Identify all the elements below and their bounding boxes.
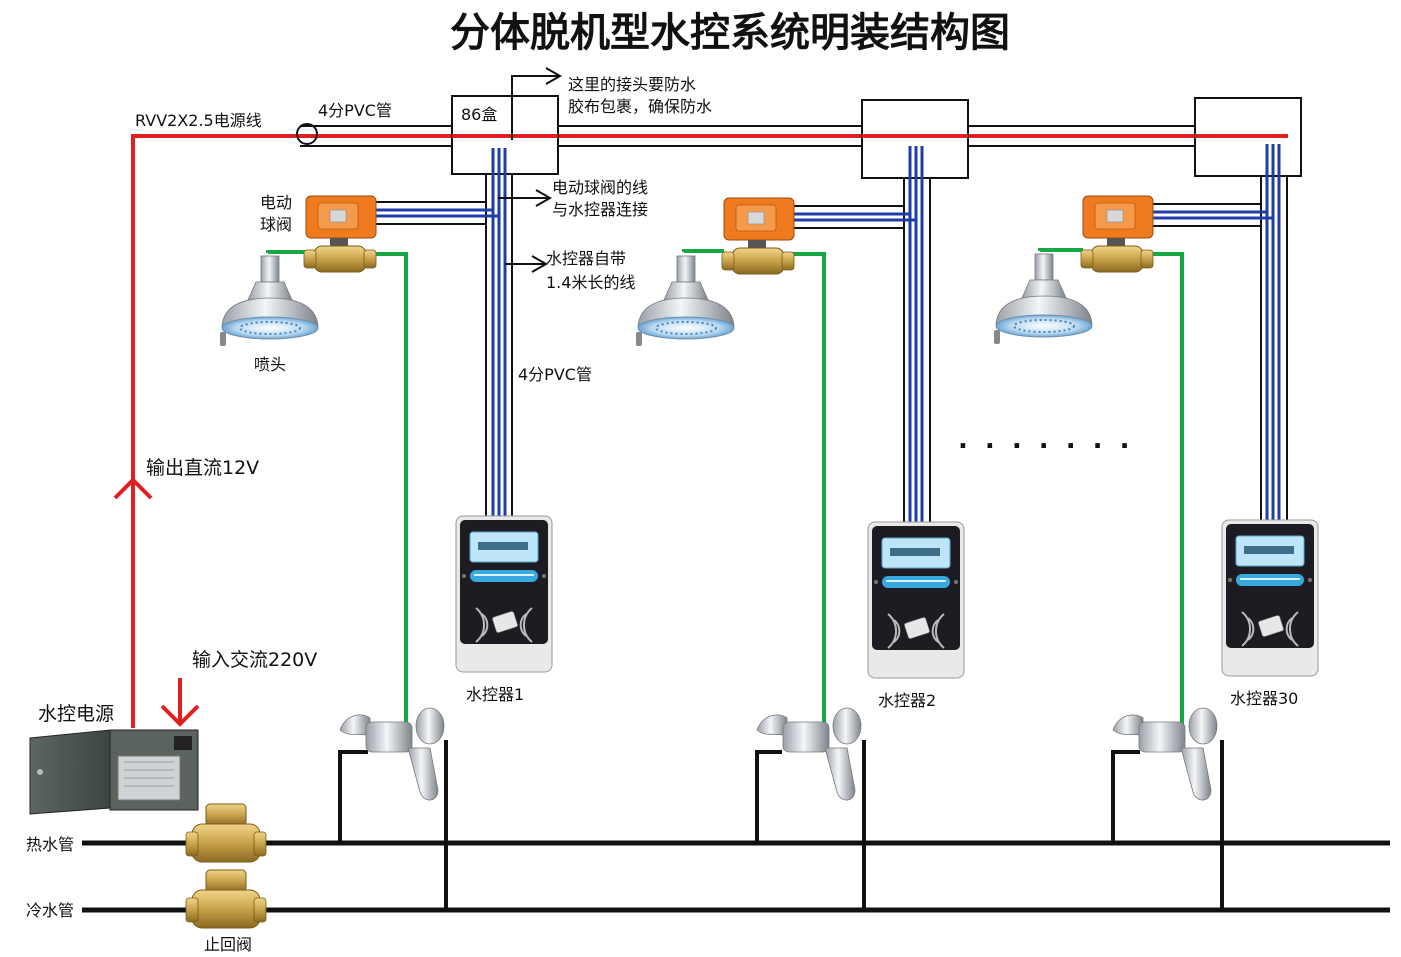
electric-ball-valve-1 bbox=[303, 195, 377, 273]
pipe-risers bbox=[338, 740, 1224, 910]
electric-ball-valve-3 bbox=[1080, 195, 1154, 273]
cold-pipe-label: 冷水管 bbox=[26, 901, 74, 920]
mixing-faucet-2 bbox=[756, 707, 862, 801]
pvc-conduit-horizontal bbox=[300, 125, 1195, 147]
check-valve-label: 止回阀 bbox=[204, 935, 252, 954]
hot-pipe-label: 热水管 bbox=[26, 835, 74, 854]
electric-ball-valve-2 bbox=[721, 197, 795, 275]
output-dc-label: 输出直流12V bbox=[146, 457, 259, 479]
valve-label-line1: 电动 bbox=[260, 193, 292, 212]
waterproof-note-line1: 这里的接头要防水 bbox=[568, 75, 696, 94]
annotation-arrows bbox=[498, 67, 563, 273]
controller-30-label: 水控器30 bbox=[1230, 689, 1298, 708]
water-controller-30 bbox=[1221, 519, 1319, 677]
valve-wire-conduits bbox=[375, 201, 1261, 229]
controller-1-label: 水控器1 bbox=[466, 685, 524, 704]
check-valve-hot bbox=[185, 803, 267, 863]
input-arrow bbox=[160, 678, 200, 727]
controller-2-label: 水控器2 bbox=[878, 691, 936, 710]
valve-label-line2: 球阀 bbox=[260, 215, 292, 234]
wire-length-note-line1: 水控器自带 bbox=[546, 249, 626, 268]
power-supply-cabinet bbox=[29, 729, 199, 815]
signal-wires bbox=[375, 144, 1281, 528]
shower-head-1 bbox=[219, 255, 319, 347]
cable-loop-icon bbox=[296, 123, 318, 145]
valve-wire-note-line1: 电动球阀的线 bbox=[552, 178, 648, 197]
check-valve-cold bbox=[185, 869, 267, 929]
mixing-faucet-1 bbox=[339, 707, 445, 801]
ellipsis-more-controllers: . . . . . . . bbox=[958, 425, 1133, 455]
pvc-conduit-vertical bbox=[485, 174, 1288, 528]
water-controller-1 bbox=[455, 515, 553, 673]
power-supply-label: 水控电源 bbox=[38, 703, 114, 725]
box86-label: 86盒 bbox=[461, 105, 497, 124]
shower-head-3 bbox=[993, 253, 1093, 345]
output-arrow bbox=[113, 477, 153, 500]
waterproof-note-line2: 胶布包裹，确保防水 bbox=[568, 97, 712, 116]
water-controller-2 bbox=[867, 521, 965, 679]
shower-head-label: 喷头 bbox=[254, 355, 286, 374]
input-ac-label: 输入交流220V bbox=[192, 649, 317, 671]
shower-head-2 bbox=[635, 255, 735, 347]
valve-wire-note-line2: 与水控器连接 bbox=[552, 200, 648, 219]
pvc-top-label: 4分PVC管 bbox=[318, 101, 392, 120]
power-cable-label: RVV2X2.5电源线 bbox=[135, 111, 262, 130]
page-title: 分体脱机型水控系统明装结构图 bbox=[450, 10, 1010, 56]
pvc-vertical-label: 4分PVC管 bbox=[518, 365, 592, 384]
mixing-faucet-3 bbox=[1112, 707, 1218, 801]
wire-length-note-line2: 1.4米长的线 bbox=[546, 273, 635, 292]
